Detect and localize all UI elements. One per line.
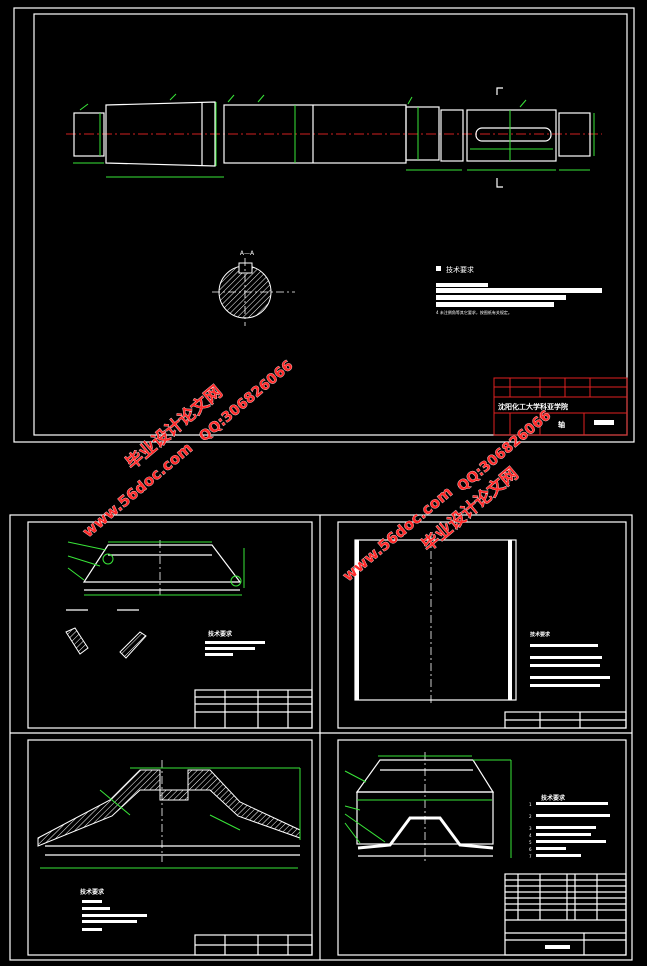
shaft-drawing-sheet: A—A 技术要求 4 未注倒角等其它要求，按图纸有关规定。: [13, 7, 635, 443]
tech-req-title: 技术要求: [530, 631, 551, 638]
shaft-main-view: [66, 87, 602, 188]
tech-req-title: 技术要求: [446, 265, 474, 274]
technical-requirements: 技术要求 4 未注倒角等其它要求，按图纸有关规定。: [436, 265, 602, 315]
panel-bowl-liner: 技术要求: [27, 739, 313, 956]
part-name: 轴: [558, 420, 565, 429]
panel-cylinder: 技术要求: [337, 521, 627, 729]
tech-req-title: 技术要求: [541, 794, 566, 802]
tech-req-note: 4 未注倒角等其它要求，按图纸有关规定。: [436, 309, 512, 315]
svg-text:3: 3: [529, 826, 532, 831]
section-label: A—A: [240, 250, 255, 257]
svg-text:2: 2: [529, 814, 532, 819]
watermarks: www.56doc.com 毕业设计论文网 QQ:306826066 www.5…: [79, 357, 555, 585]
title-block: [194, 934, 313, 956]
svg-text:7: 7: [529, 854, 532, 859]
section-view-a-a: A—A: [212, 250, 295, 326]
panel-cone-ring: 技术要求: [27, 521, 313, 729]
sheet-inner-border: [33, 13, 628, 436]
parts-list-and-title-block: [504, 873, 627, 956]
tech-req-list: 1 2 3 4 5 6 7: [529, 802, 610, 859]
svg-text:4: 4: [529, 833, 532, 838]
dimension-lines: [73, 93, 595, 178]
tech-req-title: 技术要求: [208, 630, 233, 638]
title-block: [194, 689, 313, 729]
sheet-outer-border: [13, 7, 635, 443]
section-cut-marks: [496, 87, 503, 188]
title-block: 沈阳化工大学科亚学院 轴: [493, 377, 628, 436]
panel-assembly: 技术要求 1 2 3 4 5 6 7: [337, 739, 627, 956]
tech-req-title: 技术要求: [80, 888, 105, 896]
school-name: 沈阳化工大学科亚学院: [498, 402, 568, 411]
component-drawings-sheet: 技术要求 技术要求: [9, 514, 633, 961]
svg-text:6: 6: [529, 847, 532, 852]
title-block: [504, 711, 627, 729]
svg-text:5: 5: [529, 840, 532, 845]
svg-text:1: 1: [529, 802, 532, 807]
